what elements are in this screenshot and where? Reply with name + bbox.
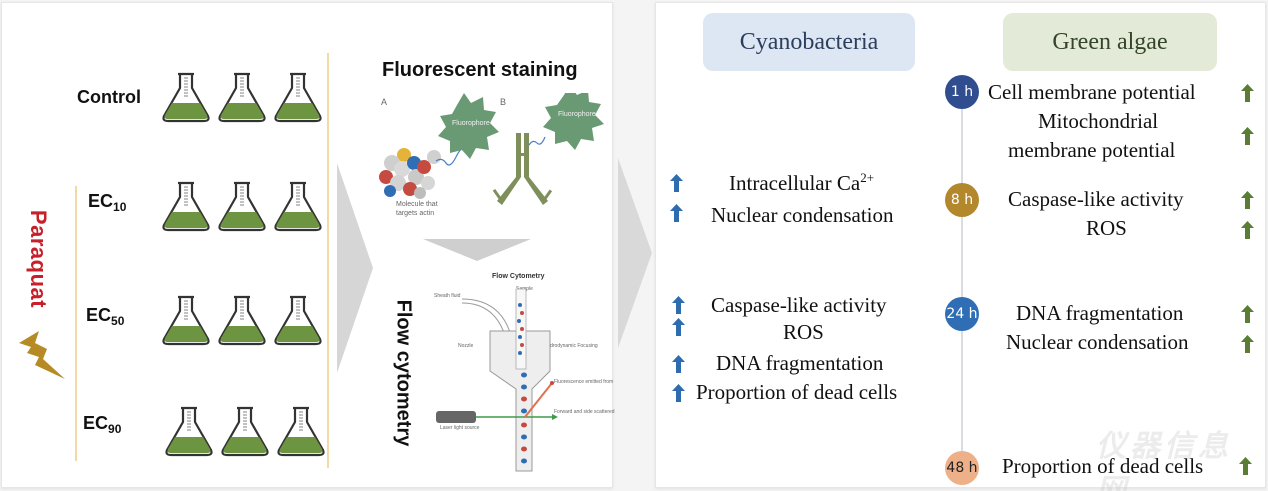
flask-icon — [164, 404, 214, 458]
flask-guide-line — [327, 53, 329, 468]
flask-icon — [276, 404, 326, 458]
panel-b-label: B — [500, 97, 507, 107]
timepoint-8h: 8 h — [945, 183, 979, 217]
chevron-down-icon — [423, 239, 531, 261]
flask-icon — [273, 179, 323, 233]
arrow-up-icon — [672, 296, 685, 314]
flask-row-ec10 — [161, 179, 323, 233]
algae-result-caspase: Caspase-like activity — [1008, 187, 1184, 211]
arrow-up-icon — [1241, 127, 1254, 145]
antibody-icon — [492, 133, 553, 205]
algae-result-dead-cells: Proportion of dead cells — [1002, 454, 1204, 478]
algae-result-mito-1: Mitochondrial — [1038, 109, 1159, 133]
flask-row-ec90 — [164, 404, 326, 458]
actin-molecule-icon — [379, 148, 441, 199]
lightning-icon — [17, 329, 67, 386]
fluorophore-a-icon — [438, 93, 499, 159]
flask-icon — [273, 293, 323, 347]
algae-result-nuclear: Nuclear condensation — [1006, 330, 1189, 354]
flask-icon — [220, 404, 270, 458]
cyano-result-dead-cells: Proportion of dead cells — [696, 380, 898, 404]
fluorescent-staining-title: Fluorescent staining — [382, 59, 578, 81]
algae-result-cell-membrane: Cell membrane potential — [988, 80, 1196, 104]
scatter-label: Forward and side scattered — [554, 409, 615, 415]
timepoint-24h: 24 h — [945, 297, 979, 331]
nozzle-shape — [489, 330, 551, 472]
treatment-label: Paraquat — [24, 189, 52, 329]
fluorophore-b-icon — [543, 93, 604, 150]
green-algae-header: Green algae — [1003, 13, 1217, 71]
fluorophore-b-label: Fluorophore — [558, 111, 596, 118]
flask-icon — [217, 179, 267, 233]
group-label-ec90: EC90 — [83, 413, 122, 436]
arrow-up-icon — [1239, 457, 1252, 475]
paraquat-text: Paraquat — [26, 209, 51, 309]
algae-result-dna: DNA fragmentation — [1016, 301, 1184, 325]
flask-icon — [161, 293, 211, 347]
sheath-fluid-label: Sheath fluid — [434, 293, 461, 299]
watermark: 仪器信息网 — [1096, 430, 1232, 491]
experimental-design-panel: Paraquat Control EC10 EC50 EC90 — [1, 2, 615, 488]
timepoint-1h: 1 h — [945, 75, 979, 109]
arrow-up-icon — [670, 174, 683, 192]
cell-particles — [517, 303, 527, 464]
chevron-right-icon — [337, 163, 377, 373]
cyano-result-dna: DNA fragmentation — [716, 351, 884, 375]
arrow-up-icon — [1241, 191, 1254, 209]
laser-source-icon — [436, 411, 476, 423]
flask-icon — [273, 70, 323, 124]
group-label-ec50: EC50 — [86, 305, 125, 328]
hydrodynamic-label: Hydrodynamic Focusing — [544, 343, 598, 349]
timeline-line — [961, 93, 963, 473]
cyano-result-ros: ROS — [783, 320, 824, 344]
arrow-up-icon — [1241, 84, 1254, 102]
flask-row-control — [161, 70, 323, 124]
arrow-up-icon — [672, 384, 685, 402]
molecule-caption: Molecule that — [396, 201, 438, 208]
fluorescence-label: Fluorescence emitted from — [554, 379, 614, 385]
timepoint-48h: 48 h — [945, 451, 979, 485]
algae-result-ros: ROS — [1086, 216, 1127, 240]
flask-icon — [217, 293, 267, 347]
cyanobacteria-header: Cyanobacteria — [703, 13, 915, 71]
algae-result-mito-2: membrane potential — [1008, 138, 1176, 162]
cyano-result-caspase: Caspase-like activity — [711, 293, 887, 317]
fluorescent-staining-illustration: A B — [372, 93, 612, 228]
arrow-up-icon — [1241, 335, 1254, 353]
cyano-result-nuclear: Nuclear condensation — [711, 203, 894, 227]
arrow-up-icon — [672, 318, 685, 336]
flow-diagram-title: Flow Cytometry — [492, 273, 545, 280]
fluorophore-a-label: Fluorophore — [452, 120, 490, 127]
staining-diagram — [379, 93, 604, 205]
cyano-result-ca: Intracellular Ca2+ — [729, 170, 875, 195]
arrow-up-icon — [1241, 305, 1254, 323]
group-label-ec10: EC10 — [88, 191, 127, 214]
molecule-caption-2: targets actin — [396, 210, 435, 217]
arrow-up-icon — [1241, 221, 1254, 239]
laser-label: Laser light source — [440, 425, 480, 431]
flow-cytometry-title: Flow cytometry — [392, 299, 415, 447]
arrow-up-icon — [670, 204, 683, 222]
concentration-guide-line — [75, 186, 77, 461]
chevron-right-icon — [618, 158, 654, 348]
flask-icon — [161, 70, 211, 124]
arrow-up-icon — [672, 355, 685, 373]
flask-row-ec50 — [161, 293, 323, 347]
group-label-control: Control — [77, 87, 141, 107]
results-panel: Cyanobacteria Green algae Intracellular … — [655, 2, 1266, 491]
nozzle-label: Nozzle — [458, 343, 474, 349]
flow-cytometry-diagram: Flow Cytometry Sheath fluid Sample Nozzl… — [432, 271, 615, 476]
flask-icon — [217, 70, 267, 124]
flask-icon — [161, 179, 211, 233]
panel-a-label: A — [381, 97, 388, 107]
